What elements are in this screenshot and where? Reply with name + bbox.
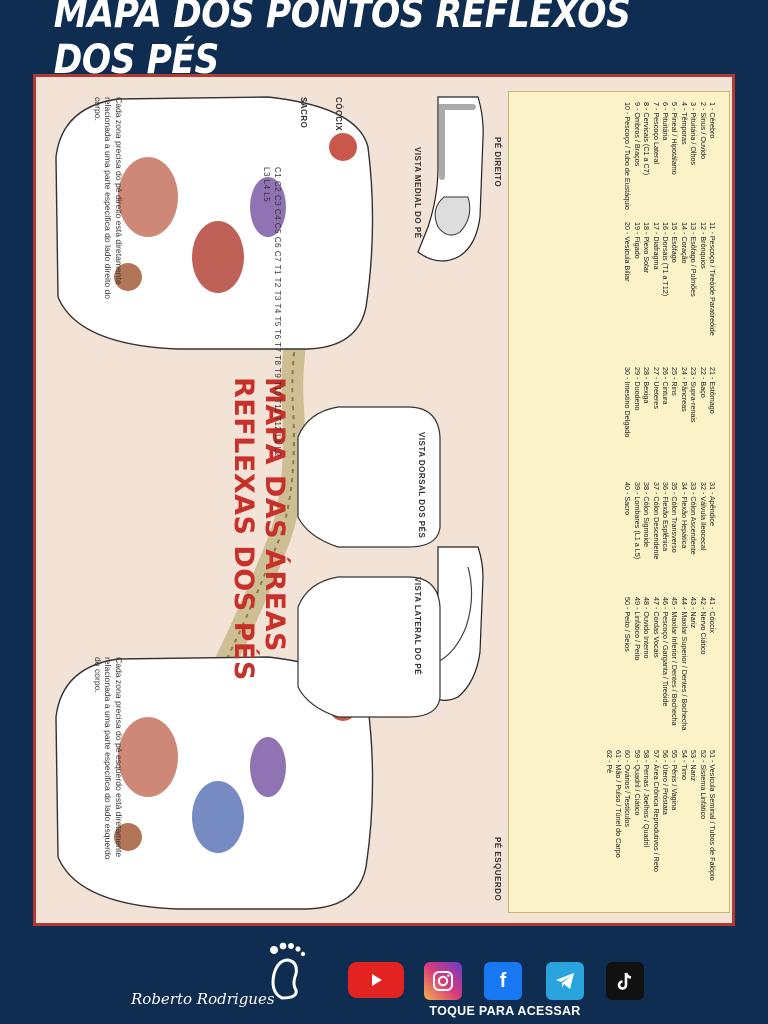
- label-coccix: CÓCCIX: [334, 97, 343, 132]
- right-sole: [55, 96, 374, 350]
- spine-label: T7: [273, 342, 282, 353]
- spine-label: T1: [273, 264, 282, 275]
- tiktok-icon[interactable]: [606, 962, 644, 1000]
- poster-rotated-content: 1 - Cérebro 2 - Sinus / Ouvido 3 - Pitui…: [36, 77, 732, 923]
- page-title: MAPA DOS PONTOS REFLEXOS DOS PÉS: [53, 0, 631, 83]
- label-vista-lateral: VISTA LATERAL DO PÉ: [413, 577, 422, 676]
- label-vista-dorsal: VISTA DORSAL DOS PÉS: [417, 432, 426, 539]
- spine-label: T9: [273, 368, 282, 379]
- left-sole: [55, 656, 374, 910]
- label-sacro: SACRO: [299, 97, 308, 129]
- reflexology-poster: 1 - Cérebro 2 - Sinus / Ouvido 3 - Pitui…: [33, 74, 735, 926]
- signature: Roberto Rodrigues: [131, 990, 275, 1008]
- cta-label: TOQUE PARA ACESSAR: [429, 1004, 581, 1018]
- spine-label: C3: [273, 194, 282, 207]
- spine-label: C7: [273, 250, 282, 263]
- spine-label: T3: [273, 290, 282, 301]
- spine-label: L5: [262, 192, 271, 203]
- label-vista-medial: VISTA MEDIAL DO PÉ: [413, 147, 422, 239]
- spine-label: T5: [273, 316, 282, 327]
- spine-label: C1: [273, 167, 282, 179]
- spine-label: T6: [273, 329, 282, 340]
- reflexology-illustrations: [55, 96, 484, 910]
- label-pe-esquerdo: PÉ ESQUERDO: [493, 837, 502, 902]
- spine-label: L1: [273, 434, 282, 445]
- poster-title-line2: REFLEXAS DOS PÉS: [228, 377, 259, 681]
- spine-label: T10: [273, 380, 282, 397]
- spine-label: C6: [273, 236, 282, 249]
- spine-segment-labels: C1 C2 C3 C4 C5 C6 C7 T1 T2 T3 T4 T5 T6 T…: [261, 167, 283, 467]
- spine-label: T2: [273, 277, 282, 288]
- spine-label: C5: [273, 222, 282, 235]
- spine-label: L3: [262, 167, 271, 177]
- spine-label: L4: [262, 179, 271, 190]
- telegram-icon[interactable]: [546, 962, 584, 1000]
- spine-label: C4: [273, 208, 282, 221]
- spine-label: T12: [273, 416, 282, 432]
- medial-view-foot: [417, 96, 484, 262]
- spine-label: C2: [273, 180, 282, 193]
- spine-label: T11: [273, 398, 282, 414]
- instagram-icon[interactable]: [424, 962, 462, 1000]
- spine-label: L2: [273, 446, 282, 457]
- spine-label: T8: [273, 355, 282, 366]
- label-pe-direito: PÉ DIREITO: [493, 137, 502, 188]
- left-foot-note: Cada zona precisa do pé esquerdo está di…: [93, 657, 124, 860]
- dorsal-view-feet: [297, 406, 441, 718]
- foot-logo-icon: [270, 942, 306, 1000]
- right-foot-note: Cada zona precisa do pé direito está dir…: [93, 97, 124, 300]
- youtube-icon[interactable]: [348, 962, 404, 998]
- spine-label: T4: [273, 303, 282, 314]
- facebook-icon[interactable]: f: [484, 962, 522, 1000]
